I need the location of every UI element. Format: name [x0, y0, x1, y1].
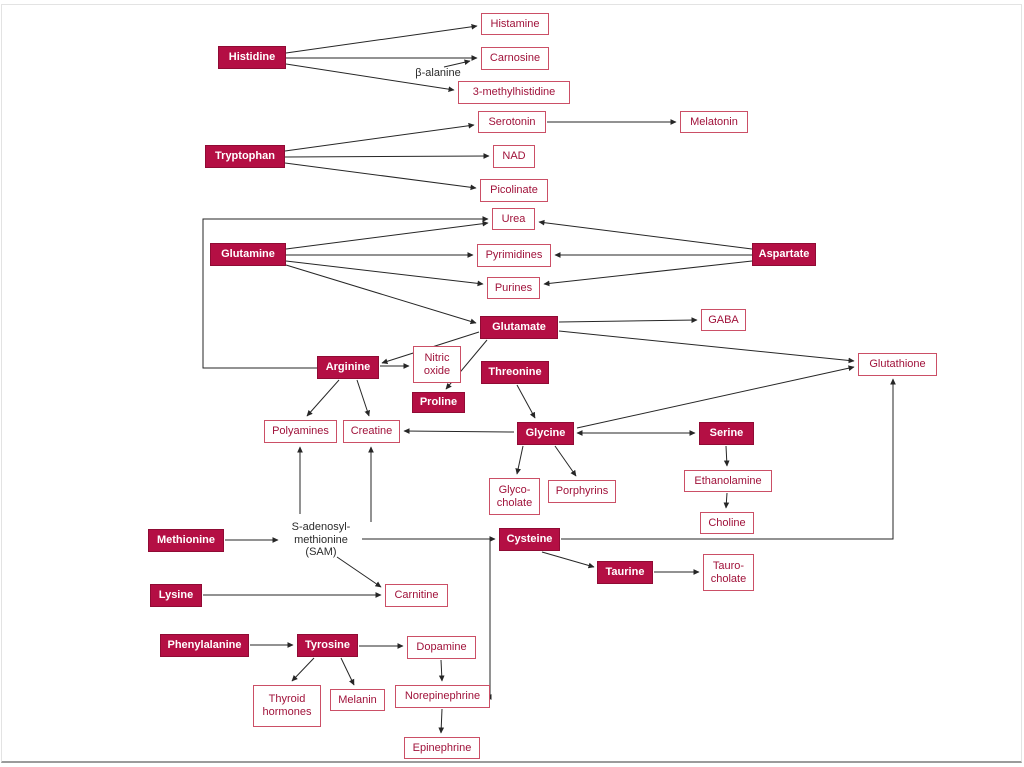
edge-tyrosine-thyroid — [291, 657, 315, 682]
edge-glycine-glutathione — [576, 365, 855, 429]
edge-sam-carnitine — [336, 556, 382, 588]
node-arginine: Arginine — [317, 356, 379, 379]
edge-threonine-glycine — [516, 384, 536, 419]
edge-arginine-urea — [202, 216, 489, 369]
node-nad: NAD — [493, 145, 535, 168]
node-carnosine: Carnosine — [481, 47, 549, 70]
node-ethanolamine: Ethanolamine — [684, 470, 772, 492]
edge-cysteine-taurine — [541, 551, 595, 569]
node-glutamate: Glutamate — [480, 316, 558, 339]
node-choline: Choline — [700, 512, 754, 534]
node-glutathione: Glutathione — [858, 353, 937, 376]
node-glutamine: Glutamine — [210, 243, 286, 266]
node-serine: Serine — [699, 422, 754, 445]
edge-glutamine-glutamate — [285, 264, 477, 325]
node-picolinate: Picolinate — [480, 179, 548, 202]
edge-norepinephrine-epinephrine — [438, 708, 445, 734]
node-epinephrine: Epinephrine — [404, 737, 480, 759]
edge-ethanolamine-choline — [723, 492, 730, 509]
edge-cysteine-glutathione — [561, 378, 896, 540]
edge-histidine-methylhistidine — [285, 63, 455, 92]
edge-glutamate-glutathione — [558, 330, 855, 364]
edge-aspartate-purines — [543, 260, 753, 287]
node-norepinephrine: Norepinephrine — [395, 685, 490, 708]
node-melatonin: Melatonin — [680, 111, 748, 133]
edge-tryptophan-picolinate — [284, 162, 477, 191]
node-melanin: Melanin — [330, 689, 385, 711]
node-histamine: Histamine — [481, 13, 549, 35]
label-beta-alanine: β-alanine — [415, 67, 461, 80]
node-serotonin: Serotonin — [478, 111, 546, 133]
node-phenylalanine: Phenylalanine — [160, 634, 249, 657]
node-proline: Proline — [412, 392, 465, 413]
edge-glycine-creatine — [403, 428, 515, 434]
edge-glutamine-urea — [285, 220, 489, 250]
label-sam: S-adenosyl- methionine (SAM) — [291, 520, 351, 559]
node-glyco-cholate: Glyco- cholate — [489, 478, 540, 515]
edge-dopamine-norepinephrine — [438, 659, 445, 682]
edge-tryptophan-serotonin — [284, 122, 475, 152]
node-lysine: Lysine — [150, 584, 202, 607]
node-tyrosine: Tyrosine — [297, 634, 358, 657]
node-threonine: Threonine — [481, 361, 549, 384]
edge-glutamine-purines — [285, 260, 484, 287]
node-pyrimidines: Pyrimidines — [477, 244, 551, 267]
node-urea: Urea — [492, 208, 535, 230]
edge-glutamate-gaba — [558, 317, 698, 323]
node-histidine: Histidine — [218, 46, 286, 69]
node-gaba: GABA — [701, 309, 746, 331]
node-glycine: Glycine — [517, 422, 574, 445]
edge-tyrosine-melanin — [340, 657, 355, 686]
node-aspartate: Aspartate — [752, 243, 816, 266]
node-polyamines: Polyamines — [264, 420, 337, 443]
node-carnitine: Carnitine — [385, 584, 448, 607]
node-methionine: Methionine — [148, 529, 224, 552]
edge-arginine-creatine — [356, 379, 370, 417]
edge-glycine-glycocholate — [515, 445, 524, 475]
edge-arginine-polyamines — [306, 379, 340, 417]
node-tryptophan: Tryptophan — [205, 145, 285, 168]
edge-serine-ethanolamine — [723, 445, 730, 467]
node-3-methylhistidine: 3-methylhistidine — [458, 81, 570, 104]
node-porphyrins: Porphyrins — [548, 480, 616, 503]
node-purines: Purines — [487, 277, 540, 299]
edge-histidine-histamine — [285, 23, 478, 54]
edge-sam-norepinephrine — [485, 541, 492, 700]
node-tauro-cholate: Tauro- cholate — [703, 554, 754, 591]
node-cysteine: Cysteine — [499, 528, 560, 551]
node-creatine: Creatine — [343, 420, 400, 443]
node-thyroid-hormones: Thyroid hormones — [253, 685, 321, 727]
node-taurine: Taurine — [597, 561, 653, 584]
node-dopamine: Dopamine — [407, 636, 476, 659]
edge-tryptophan-nad — [284, 153, 490, 159]
node-nitric-oxide: Nitric oxide — [413, 346, 461, 383]
edge-glycine-porphyrins — [554, 445, 577, 477]
edge-beta-alanine-carnosine — [443, 59, 471, 68]
edge-aspartate-urea — [538, 219, 753, 250]
